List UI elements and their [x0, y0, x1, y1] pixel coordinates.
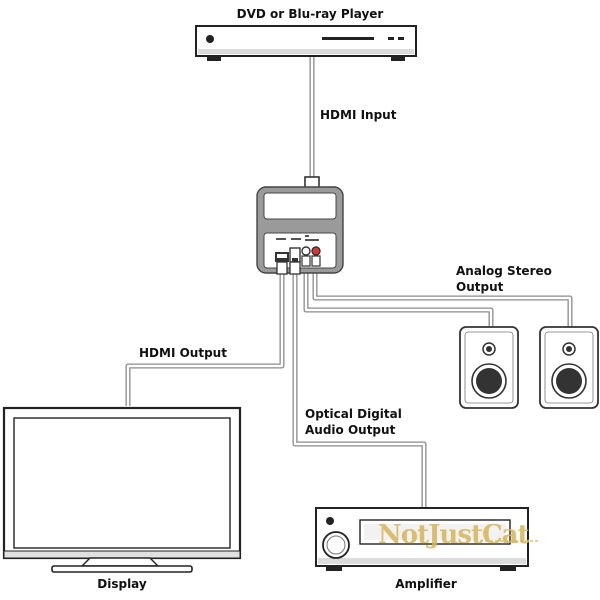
rca-left-jack [301, 246, 311, 256]
optical-cable [292, 272, 427, 508]
power-button-icon [326, 517, 334, 525]
hdmi-input-label: HDMI Input [320, 108, 397, 122]
watermark-logo: NotJustCat [378, 520, 530, 550]
dvd-player [195, 25, 417, 61]
amplifier [315, 507, 529, 571]
audio-extractor [256, 186, 344, 275]
optical-output-label-line2: Audio Output [305, 423, 396, 437]
power-button-icon [206, 35, 214, 43]
hdmi-output-cable [125, 272, 285, 406]
analog-cable-right [312, 272, 573, 328]
display-label: Display [97, 577, 147, 591]
disc-tray [322, 37, 374, 40]
analog-output-label-line1: Analog Stereo [456, 264, 552, 278]
cables [125, 54, 573, 508]
hdmi-output-label: HDMI Output [139, 346, 227, 360]
source-device-label: DVD or Blu-ray Player [236, 7, 384, 21]
speaker-right [539, 326, 599, 409]
rca-right-jack [311, 246, 321, 256]
amplifier-label: Amplifier [395, 577, 457, 591]
speaker-left [459, 326, 519, 409]
display-tv [2, 406, 242, 573]
analog-output-label-line2: Output [456, 280, 504, 294]
optical-output-label-line1: Optical Digital [305, 407, 402, 421]
